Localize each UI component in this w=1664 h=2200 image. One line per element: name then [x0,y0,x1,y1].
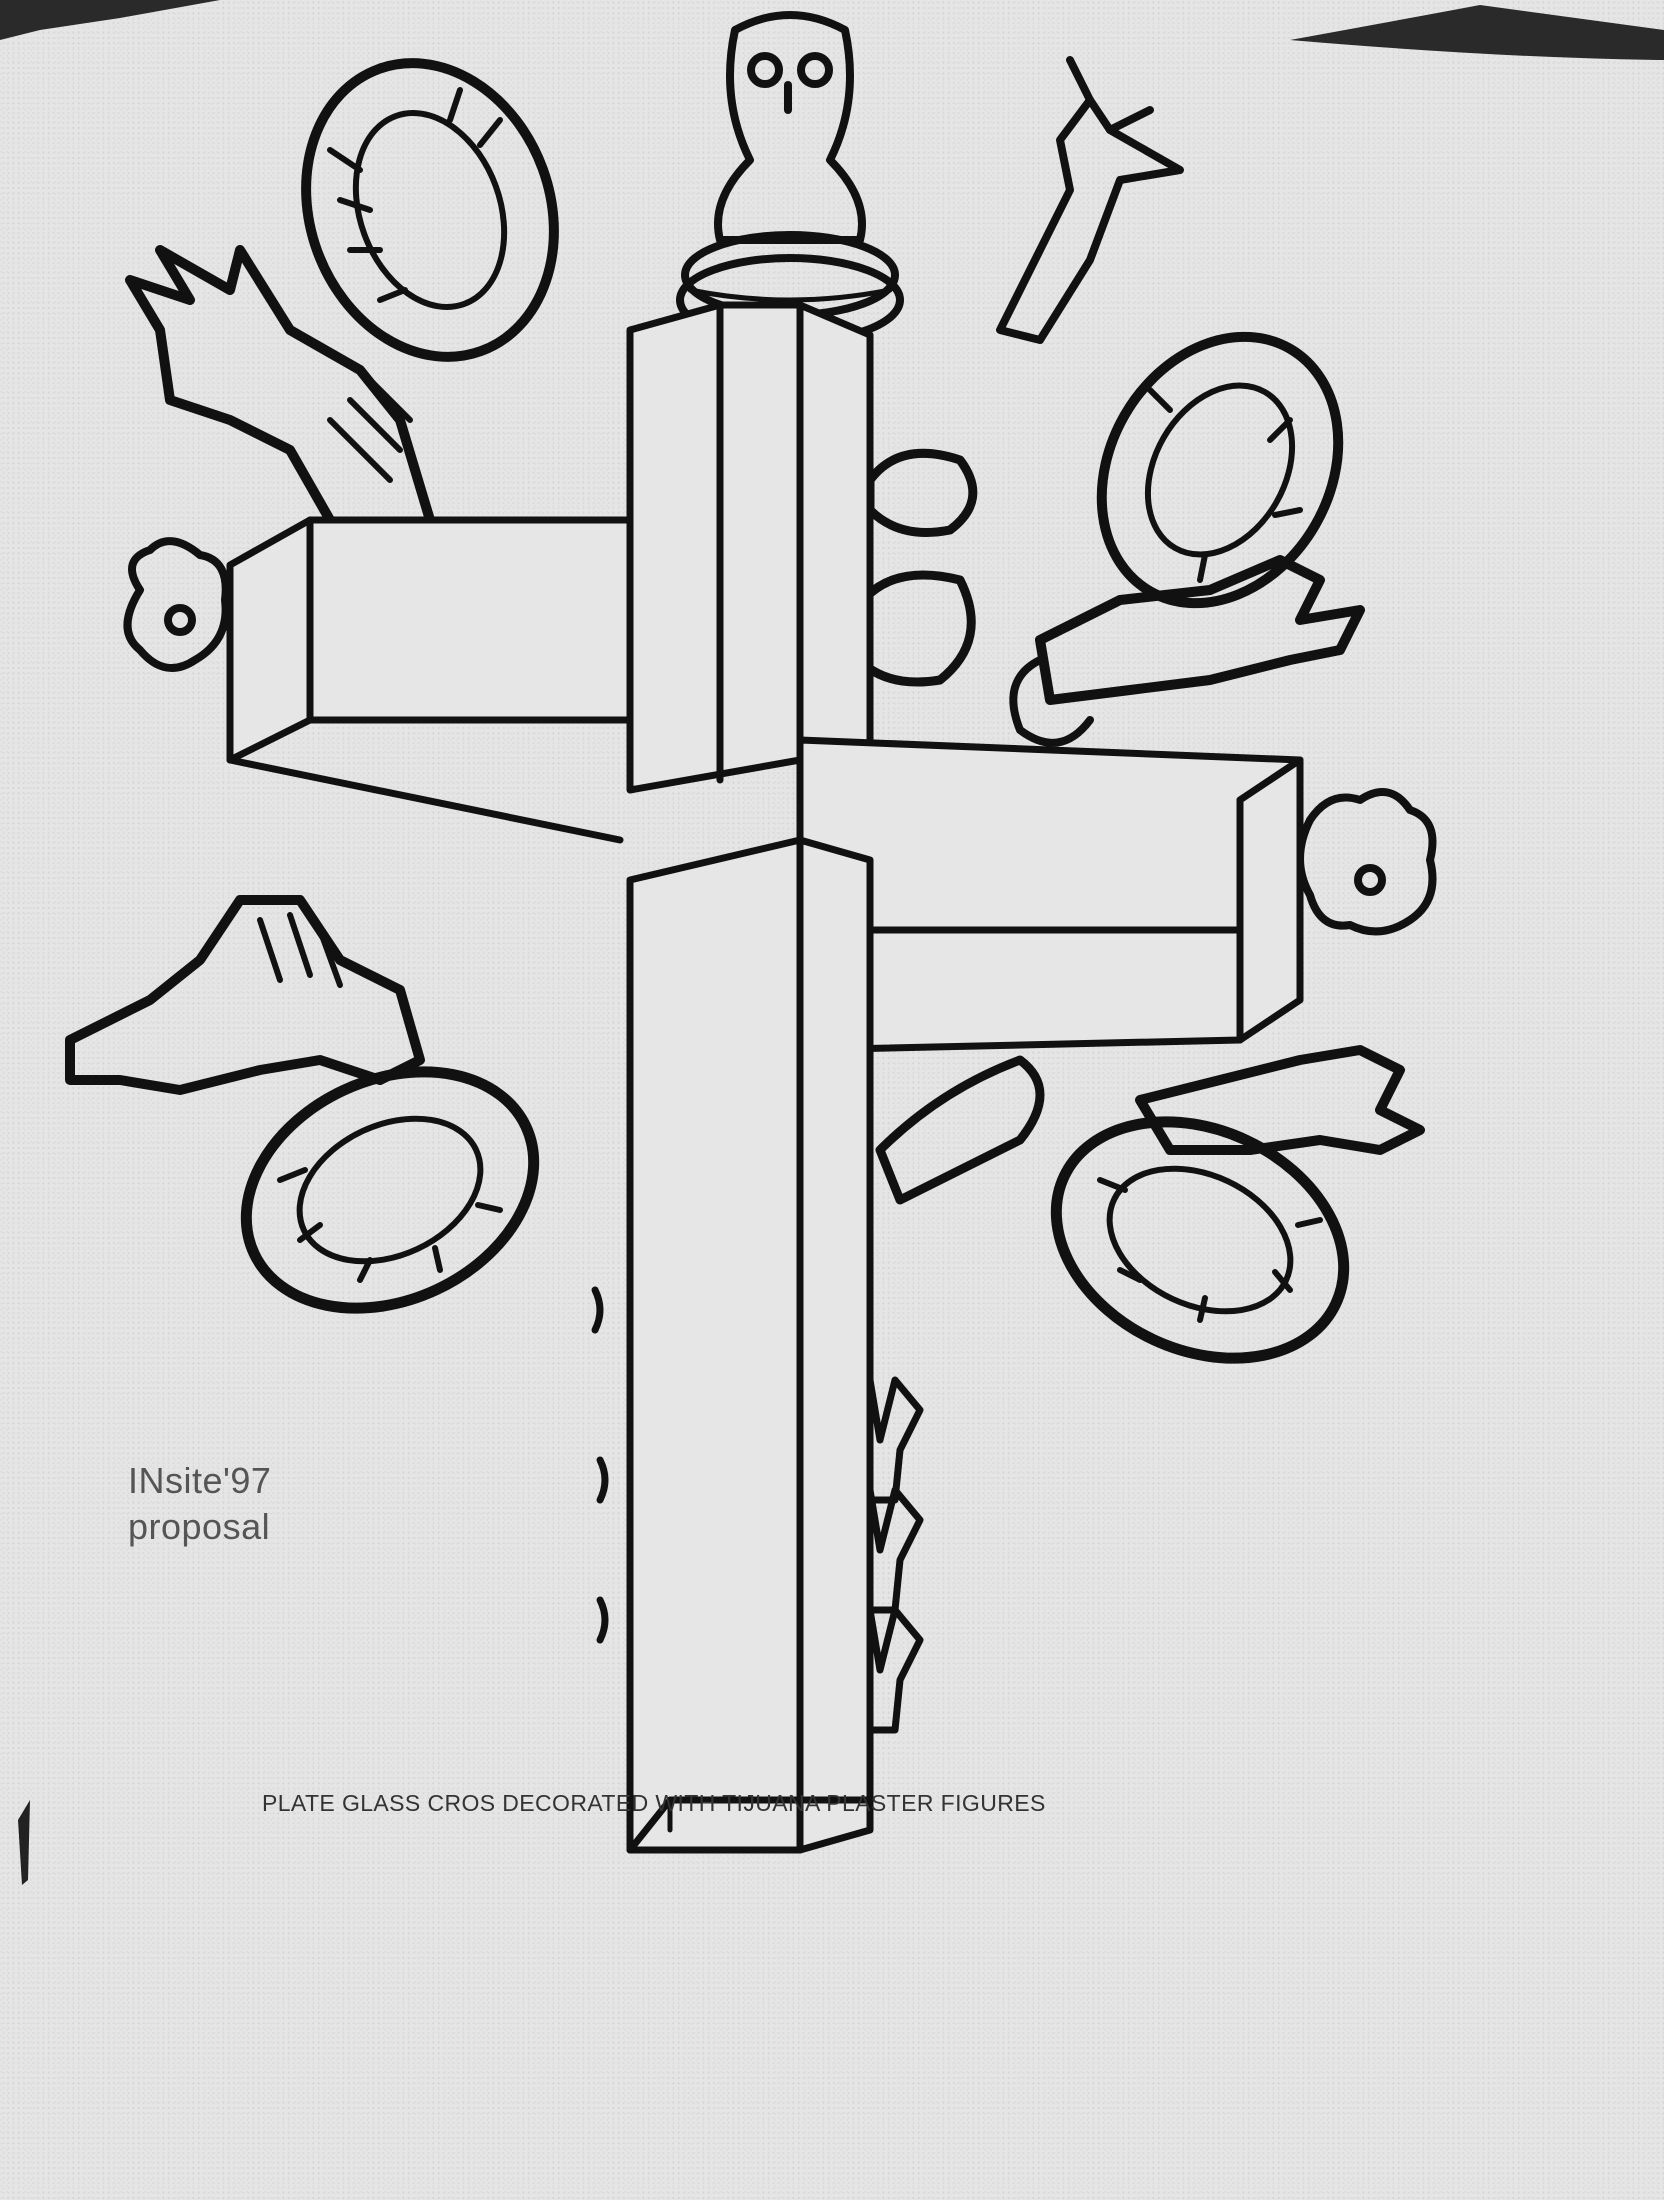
ornament-mid-mushroom [845,448,978,687]
ornament-top-owl [676,11,904,346]
ornament-top-left-ring [301,58,559,362]
ornament-bottom-left-cactus [65,895,425,1095]
cross-body [226,301,1304,1854]
ornament-top-right-ring [1096,331,1344,609]
ornament-bottom-left-ring [240,1066,540,1314]
scan-smudge-top-right [1290,5,1664,60]
ornament-right-cactus [1009,555,1365,747]
ornament-top-right-figure [996,56,1184,344]
ornament-left-beads [591,1286,609,1644]
ornament-right-sun [1296,788,1437,936]
annotation-line-1: INsite'97 [128,1460,272,1501]
scan-smudge-bottom-left [18,1800,30,1885]
figure-caption: PLATE GLASS CROS DECORATED WITH TIJUANA … [262,1790,1046,1816]
ornament-bottom-right-cactus [875,1045,1425,1205]
annotation-line-2: proposal [128,1506,271,1547]
annotation-label: INsite'97 proposal [128,1458,271,1550]
scan-smudge-top-left [0,0,220,40]
ornament-top-left-cactus [125,245,435,565]
ornament-bottom-right-ring [1050,1116,1350,1364]
ornament-left-flower [123,537,230,672]
